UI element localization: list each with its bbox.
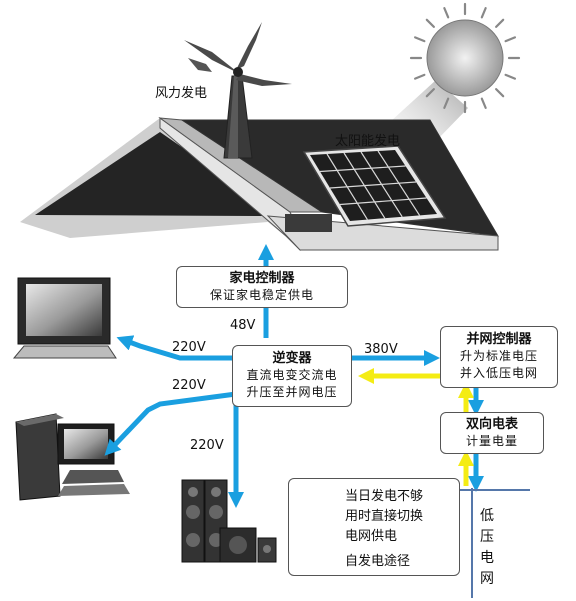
solar-power-label: 太阳能发电 [335, 134, 401, 149]
voltage-220v-audio-label: 220V [190, 438, 224, 453]
desktop-computer-icon [15, 413, 130, 501]
speaker-system-icon [181, 479, 277, 563]
sun-ray [414, 36, 426, 43]
blue-flow-arrows [104, 243, 485, 509]
voltage-48v-label: 48V [230, 318, 256, 333]
grid-controller-box: 并网控制器 升为标准电压 并入低压电网 [440, 326, 558, 388]
bidirectional-meter-box: 双向电表 计量电量 [440, 412, 544, 454]
inverter-desc-line: 升压至并网电压 [246, 385, 338, 399]
grid-line [450, 488, 530, 598]
panel-grid-line [329, 181, 417, 189]
solar-panel-icon [302, 145, 447, 227]
voltage-220v-pc-label: 220V [172, 378, 206, 393]
sun-ray [443, 7, 450, 19]
legend-blue-text: 自发电途径 [345, 554, 411, 569]
panel-grid-line [319, 165, 406, 173]
meter-desc: 计量电量 [465, 434, 518, 448]
tv-monitor-icon [12, 277, 117, 359]
wind-power-label: 风力发电 [155, 86, 208, 101]
house-roof-icon [20, 117, 499, 252]
sun-ray [425, 18, 435, 28]
grid-label-char: 网 [480, 571, 494, 587]
sun-ray [495, 88, 505, 98]
voltage-220v-tv-label: 220V [172, 340, 206, 355]
grid-label-char: 电 [480, 550, 494, 566]
wind-turbine-icon [184, 22, 292, 159]
inverter-title: 逆变器 [272, 351, 312, 366]
home-controller-title: 家电控制器 [229, 271, 295, 286]
inverter-box: 逆变器 直流电变交流电 升压至并网电压 [232, 345, 352, 407]
panel-grid-line [339, 197, 427, 206]
sun-ray [425, 88, 435, 98]
legend-box: 当日发电不够 用时直接切换 电网供电 自发电途径 [288, 478, 460, 576]
legend-yellow-text-line: 电网供电 [345, 529, 398, 544]
sun-ray [495, 18, 505, 28]
grid-controller-desc-line: 并入低压电网 [459, 366, 538, 380]
grid-controller-title: 并网控制器 [466, 332, 532, 347]
sun-ray [443, 97, 450, 109]
home-controller-desc: 保证家电稳定供电 [209, 288, 314, 302]
sun-ray [504, 73, 516, 80]
yellow-flow-arrows [357, 367, 475, 486]
voltage-380v-label: 380V [364, 342, 398, 357]
sun-ray [480, 7, 487, 19]
legend-yellow-text-line: 用时直接切换 [345, 509, 424, 524]
grid-label-char: 压 [480, 529, 494, 545]
sun-ray [504, 36, 516, 43]
home-appliance-controller-box: 家电控制器 保证家电稳定供电 [176, 266, 348, 308]
meter-title: 双向电表 [465, 417, 518, 432]
low-voltage-grid-label: 低 压 电 网 [478, 506, 496, 590]
sun-ray [414, 73, 426, 80]
grid-label-char: 低 [480, 508, 494, 524]
grid-controller-desc-line: 升为标准电压 [459, 349, 538, 363]
inverter-desc-line: 直流电变交流电 [246, 368, 338, 382]
legend-yellow-text-line: 当日发电不够 [345, 489, 424, 504]
sun-ray [480, 97, 487, 109]
